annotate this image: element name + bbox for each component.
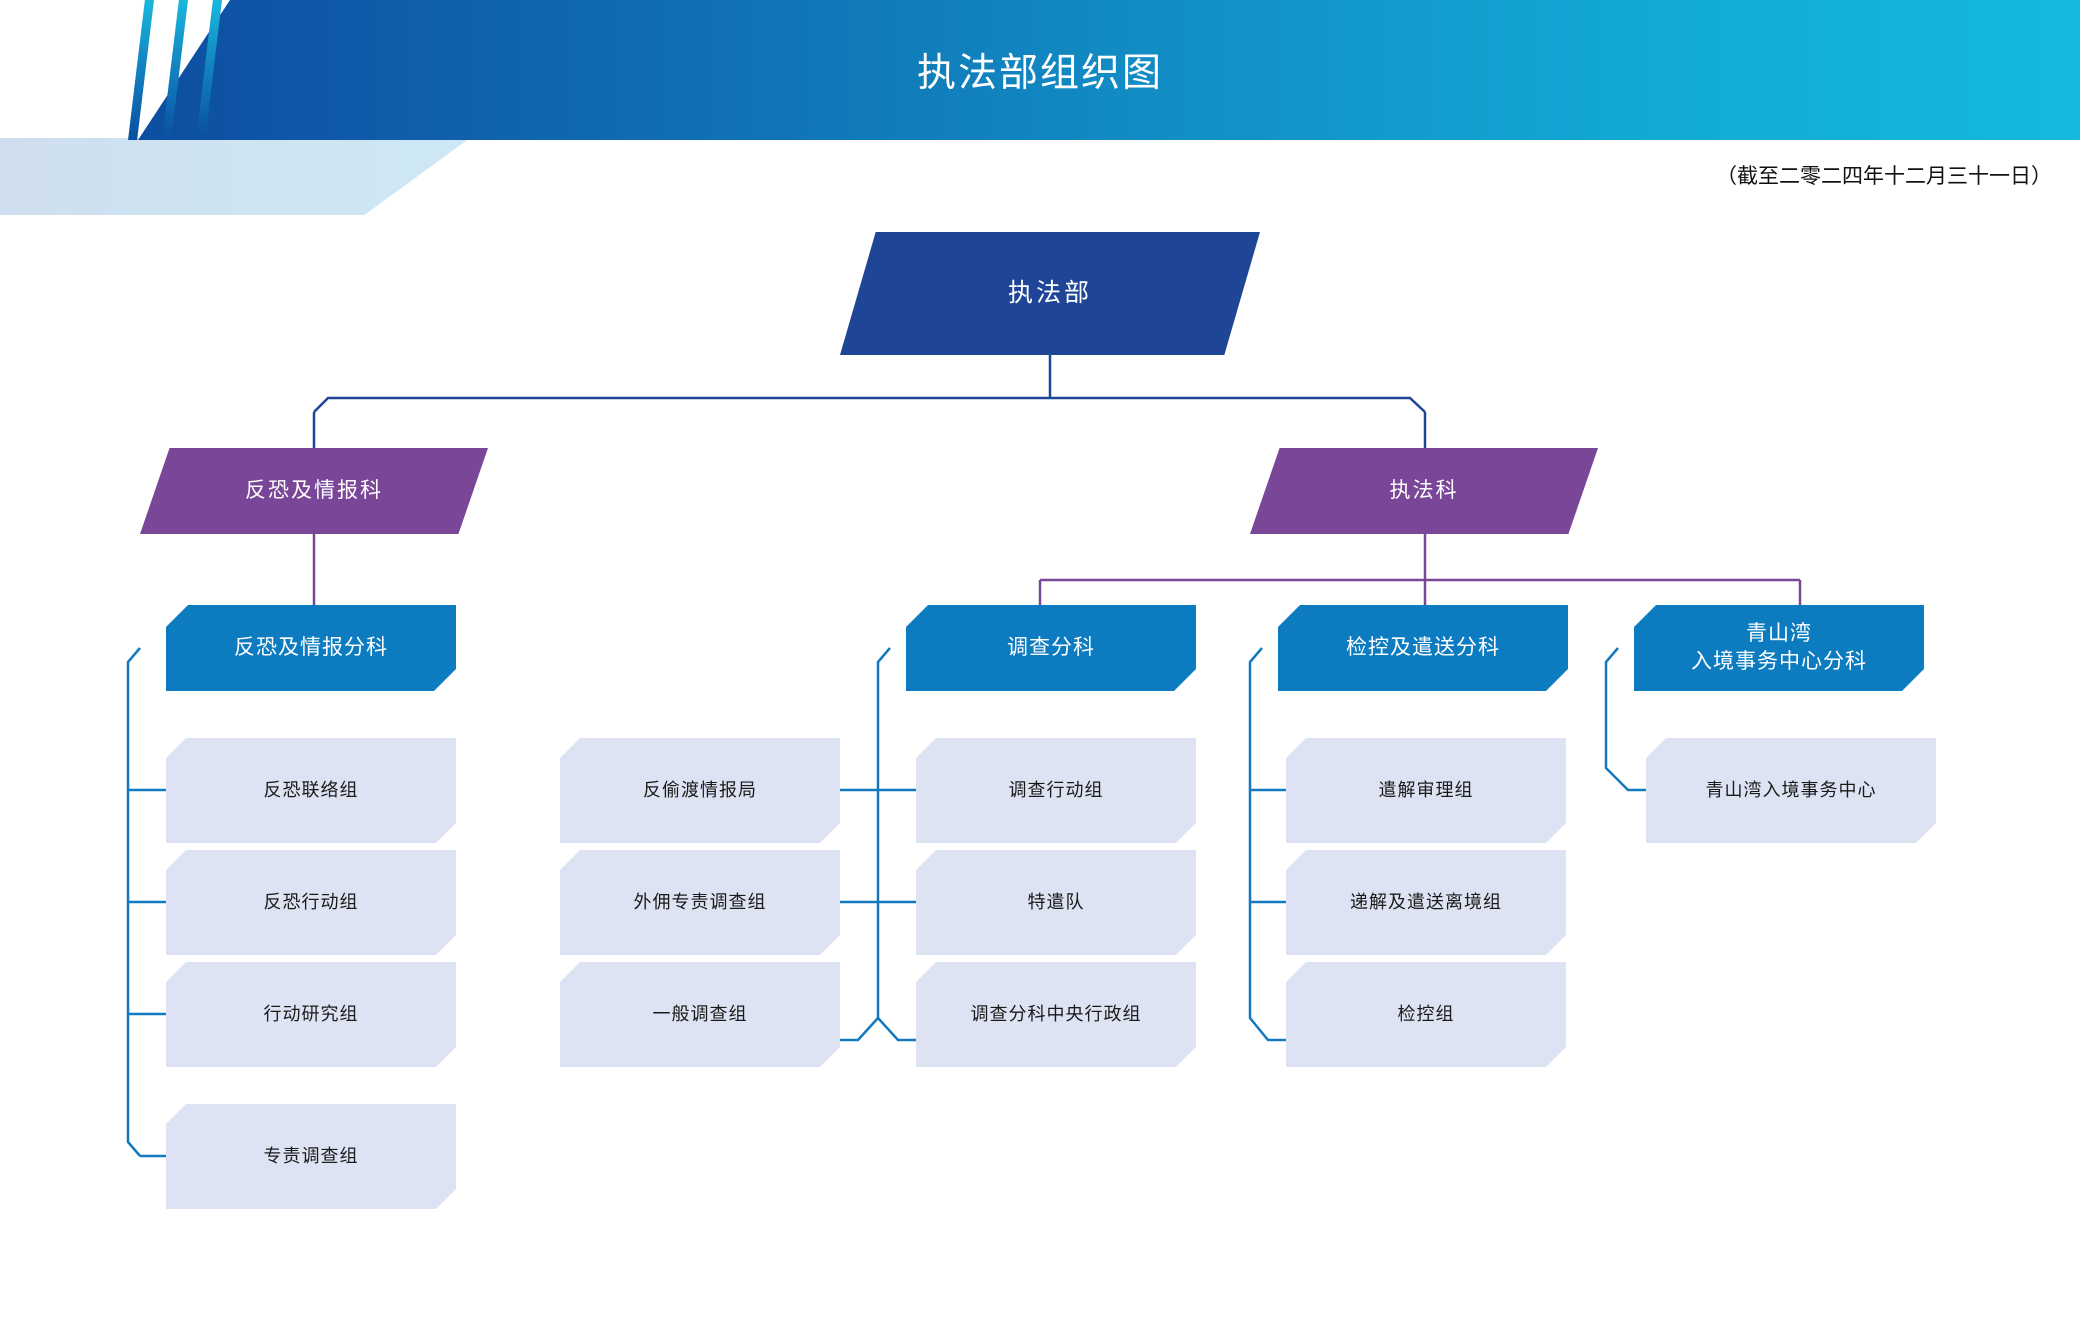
node-label: 专责调查组 xyxy=(263,1146,359,1167)
list-item[interactable]: 遣解审理组 xyxy=(1286,738,1566,843)
list-item[interactable]: 一般调查组 xyxy=(560,962,840,1067)
connector-enf-section-to-subs xyxy=(1038,534,1802,608)
node-label: 一般调查组 xyxy=(652,1004,748,1025)
list-item[interactable]: 行动研究组 xyxy=(166,962,456,1067)
node-label: 反偷渡情报局 xyxy=(643,780,757,801)
page-title: 执法部组织图 xyxy=(916,52,1163,95)
node-label: 检控组 xyxy=(1397,1004,1455,1025)
list-item[interactable]: 青山湾入境事务中心 xyxy=(1646,738,1936,843)
node-label: 外佣专责调查组 xyxy=(633,892,767,913)
node-label: 特遣队 xyxy=(1027,892,1085,913)
list-item[interactable]: 反偷渡情报局 xyxy=(560,738,840,843)
page-header: 执法部组织图 xyxy=(0,0,2080,215)
list-item[interactable]: 专责调查组 xyxy=(166,1104,456,1209)
node-label: 执法部 xyxy=(1007,278,1092,307)
node-label-line1: 青山湾 xyxy=(1746,621,1812,645)
list-item[interactable]: 调查行动组 xyxy=(916,738,1196,843)
node-label: 遣解审理组 xyxy=(1378,780,1474,801)
node-label: 行动研究组 xyxy=(263,1004,359,1025)
list-item[interactable]: 反恐行动组 xyxy=(166,850,456,955)
list-item[interactable]: 特遣队 xyxy=(916,850,1196,955)
list-item[interactable]: 反恐联络组 xyxy=(166,738,456,843)
node-label: 递解及遣送离境组 xyxy=(1350,892,1502,913)
connector-root-to-sections xyxy=(312,355,1427,448)
list-item[interactable]: 检控组 xyxy=(1286,962,1566,1067)
connector-pros-sub-to-leaves xyxy=(1248,647,1286,1042)
connector-ct-sub-to-leaves xyxy=(126,647,166,1158)
node-section-enforcement[interactable]: 执法科 xyxy=(1250,448,1598,534)
node-label: 反恐联络组 xyxy=(263,780,359,801)
node-label: 执法科 xyxy=(1389,478,1459,502)
node-subsection-castle-peak-bay-immigration-centre[interactable]: 青山湾 入境事务中心分科 xyxy=(1634,605,1924,691)
node-subsection-investigation[interactable]: 调查分科 xyxy=(906,605,1196,691)
node-label: 反恐及情报分科 xyxy=(234,635,388,659)
node-root-enforcement-department[interactable]: 执法部 xyxy=(840,232,1260,355)
connector-inv-sub-to-leaves xyxy=(840,647,916,1042)
node-label-line2: 入境事务中心分科 xyxy=(1691,650,1867,673)
as-of-date-note: （截至二零二四年十二月三十一日） xyxy=(1716,165,2052,188)
node-label: 调查分科 xyxy=(1007,635,1095,659)
list-item[interactable]: 外佣专责调查组 xyxy=(560,850,840,955)
node-label: 青山湾入境事务中心 xyxy=(1705,780,1877,801)
node-label: 调查行动组 xyxy=(1008,780,1104,801)
list-item[interactable]: 递解及遣送离境组 xyxy=(1286,850,1566,955)
node-label: 调查分科中央行政组 xyxy=(970,1004,1142,1025)
list-item[interactable]: 调查分科中央行政组 xyxy=(916,962,1196,1067)
node-section-counter-terrorism-intelligence[interactable]: 反恐及情报科 xyxy=(140,448,488,534)
header-gradient-band xyxy=(138,0,2080,140)
node-subsection-counter-terrorism-intelligence[interactable]: 反恐及情报分科 xyxy=(166,605,456,691)
node-label: 反恐行动组 xyxy=(263,892,359,913)
header-pale-band xyxy=(0,138,470,215)
node-label: 反恐及情报科 xyxy=(245,478,383,502)
node-label: 检控及遣送分科 xyxy=(1346,635,1500,659)
node-subsection-prosecution-removal[interactable]: 检控及遣送分科 xyxy=(1278,605,1568,691)
